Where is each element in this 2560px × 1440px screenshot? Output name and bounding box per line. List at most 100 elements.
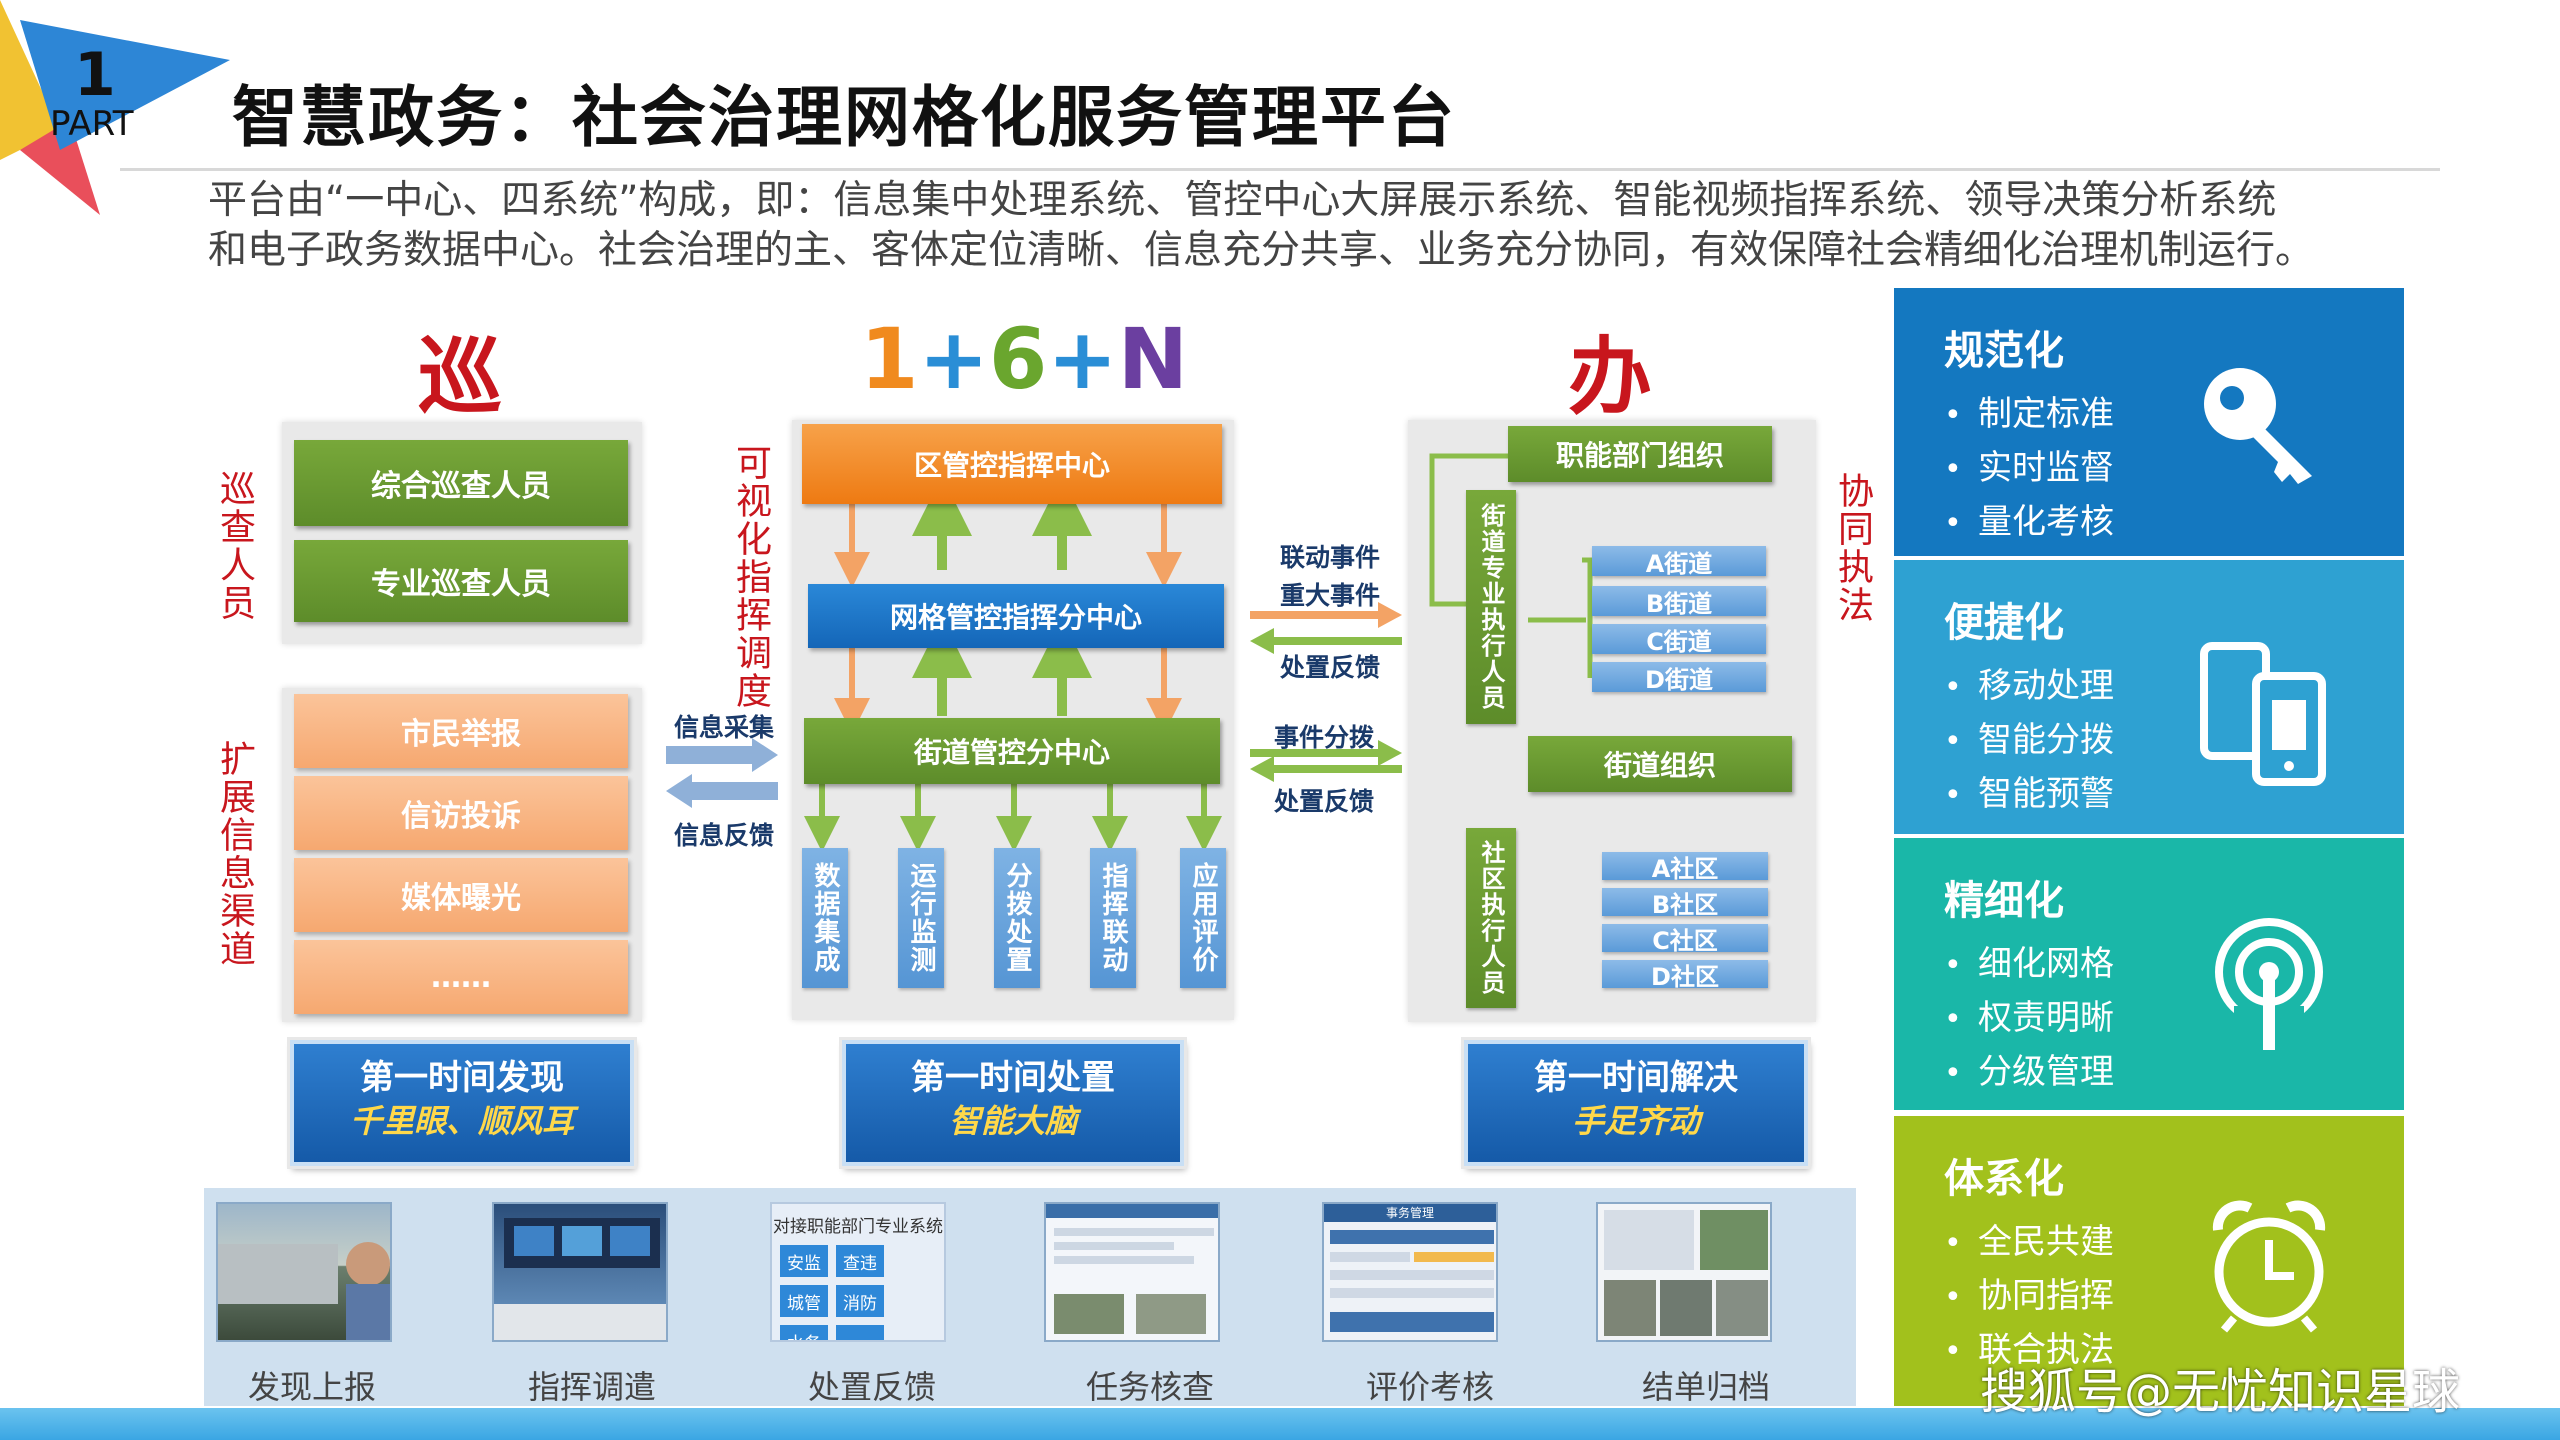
function-command-link: 指挥联动 (1090, 848, 1136, 988)
strip-label-feedback: 处置反馈 (752, 1362, 992, 1408)
intro-text: 平台由“一中心、四系统”构成，即：信息集中处理系统、管控中心大屏展示系统、智能视… (208, 176, 2528, 276)
info-collect-arrow (662, 738, 782, 772)
right-summary-line-2: 手足齐动 (1468, 1100, 1804, 1142)
link-event-label: 联动事件 (1280, 538, 1380, 574)
info-feedback-arrow (662, 774, 782, 808)
street-c: C街道 (1592, 624, 1766, 654)
lower-feedback-arrow (1248, 754, 1404, 784)
mid-header-plus-a: + (918, 310, 988, 408)
dispatch-btn-safety: 安监 (780, 1245, 828, 1277)
joint-enforcement-label: 协同执法 (1832, 472, 1872, 624)
card-item: 协同指挥 (1944, 1270, 2114, 1324)
patrol-item-professional: 专业巡查人员 (294, 540, 628, 622)
mid-header-6: 6 (989, 310, 1047, 408)
middle-column-header: 1+6+N (860, 310, 1180, 408)
mobile-devices-icon (2194, 640, 2334, 790)
right-summary-line-1: 第一时间解决 (1468, 1056, 1804, 1100)
mid-header-plus-b: + (1047, 310, 1117, 408)
community-staff: 社区执行人员 (1466, 828, 1516, 1008)
card-item: 移动处理 (1944, 660, 2114, 714)
function-dispatch: 分拨处置 (994, 848, 1040, 988)
channel-item-petition: 信访投诉 (294, 776, 628, 850)
dispatch-btn-more: …… (836, 1325, 884, 1342)
extended-channels-label: 扩展信息渠道 (214, 740, 254, 968)
patrol-staff-label: 巡查人员 (214, 470, 254, 622)
dispatch-feedback-panel: 对接职能部门专业系统 安监 查违 城管 消防 水务 …… (770, 1202, 946, 1342)
photo-command-dispatch (492, 1202, 668, 1342)
strip-label-check: 任务核查 (1030, 1362, 1270, 1408)
community-b: B社区 (1602, 888, 1768, 916)
patrol-item-comprehensive: 综合巡查人员 (294, 440, 628, 526)
street-d: D街道 (1592, 662, 1766, 692)
card-item: 细化网格 (1944, 938, 2114, 992)
community-a: A社区 (1602, 852, 1768, 880)
strip-label-command: 指挥调遣 (472, 1362, 712, 1408)
card-item: 量化考核 (1944, 496, 2114, 550)
mid-header-n: N (1118, 310, 1188, 408)
lower-feedback-label: 处置反馈 (1274, 782, 1374, 818)
part-word: PART (50, 104, 134, 144)
channel-item-media: 媒体曝光 (294, 858, 628, 932)
card-refinement: 精细化 细化网格 权责明晰 分级管理 (1894, 838, 2404, 1110)
evaluation-mock-header: 事务管理 (1324, 1204, 1496, 1222)
evaluation-screenshot: 事务管理 (1322, 1202, 1498, 1342)
dispatch-btn-violation: 查违 (836, 1245, 884, 1277)
middle-summary-line-1: 第一时间处置 (846, 1056, 1180, 1100)
channel-item-more: …… (294, 940, 628, 1014)
functional-dept-org: 职能部门组织 (1508, 426, 1772, 482)
function-data-integration: 数据集成 (802, 848, 848, 988)
function-app-evaluation: 应用评价 (1180, 848, 1226, 988)
card-item: 制定标准 (1944, 388, 2114, 442)
card-convenience: 便捷化 移动处理 智能分拨 智能预警 (1894, 560, 2404, 834)
dispatch-panel-title: 对接职能部门专业系统 (772, 1212, 944, 1237)
header-divider (120, 168, 2440, 171)
strip-label-evaluate: 评价考核 (1310, 1362, 1550, 1408)
photo-discover-report (216, 1202, 392, 1342)
card-item: 智能分拨 (1944, 714, 2114, 768)
left-column-header: 巡 (400, 310, 520, 431)
card-item: 权责明晰 (1944, 992, 2114, 1046)
dispatch-btn-water: 水务 (780, 1325, 828, 1342)
card-item: 全民共建 (1944, 1216, 2114, 1270)
info-feedback-label: 信息反馈 (674, 816, 774, 852)
signal-tower-icon (2204, 914, 2334, 1054)
card-item: 分级管理 (1944, 1046, 2114, 1100)
street-professional-staff: 街道专业执行人员 (1466, 490, 1516, 724)
left-summary-line-2: 千里眼、顺风耳 (294, 1100, 630, 1142)
middle-summary-line-2: 智能大脑 (846, 1100, 1180, 1142)
right-summary-box: 第一时间解决 手足齐动 (1464, 1040, 1808, 1166)
intro-line-1: 平台由“一中心、四系统”构成，即：信息集中处理系统、管控中心大屏展示系统、智能视… (208, 176, 2528, 226)
page-title: 智慧政务：社会治理网格化服务管理平台 (232, 64, 1456, 160)
card-title: 体系化 (1944, 1146, 2064, 1204)
card-title: 便捷化 (1944, 590, 2064, 648)
key-icon (2194, 358, 2334, 488)
street-a: A街道 (1592, 546, 1766, 576)
visual-command-label: 可视化指挥调度 (730, 444, 770, 710)
dispatch-btn-urban: 城管 (780, 1285, 828, 1317)
archive-screenshot (1596, 1202, 1772, 1342)
card-item: 智能预警 (1944, 768, 2114, 822)
card-title: 精细化 (1944, 868, 2064, 926)
card-title: 规范化 (1944, 318, 2064, 376)
strip-label-archive: 结单归档 (1586, 1362, 1826, 1408)
street-control-subcenter: 街道管控分中心 (804, 718, 1220, 784)
community-c: C社区 (1602, 924, 1768, 952)
task-check-screenshot (1044, 1202, 1220, 1342)
grid-command-subcenter: 网格管控指挥分中心 (808, 584, 1224, 648)
alarm-clock-icon (2204, 1196, 2334, 1336)
watermark: 搜狐号@无忧知识星球 (1980, 1352, 2460, 1422)
district-command-center: 区管控指挥中心 (802, 424, 1222, 504)
function-operation-monitor: 运行监测 (898, 848, 944, 988)
upper-feedback-label: 处置反馈 (1280, 648, 1380, 684)
dispatch-btn-fire: 消防 (836, 1285, 884, 1317)
right-column-header: 办 (1550, 310, 1670, 431)
middle-summary-box: 第一时间处置 智能大脑 (842, 1040, 1184, 1166)
part-number: 1 (74, 40, 116, 110)
card-item: 实时监督 (1944, 442, 2114, 496)
strip-label-discover: 发现上报 (192, 1362, 432, 1408)
mid-header-1: 1 (860, 310, 918, 408)
street-b: B街道 (1592, 586, 1766, 616)
community-d: D社区 (1602, 960, 1768, 988)
intro-line-2: 和电子政务数据中心。社会治理的主、客体定位清晰、信息充分共享、业务充分协同，有效… (208, 226, 2528, 276)
left-summary-box: 第一时间发现 千里眼、顺风耳 (290, 1040, 634, 1166)
